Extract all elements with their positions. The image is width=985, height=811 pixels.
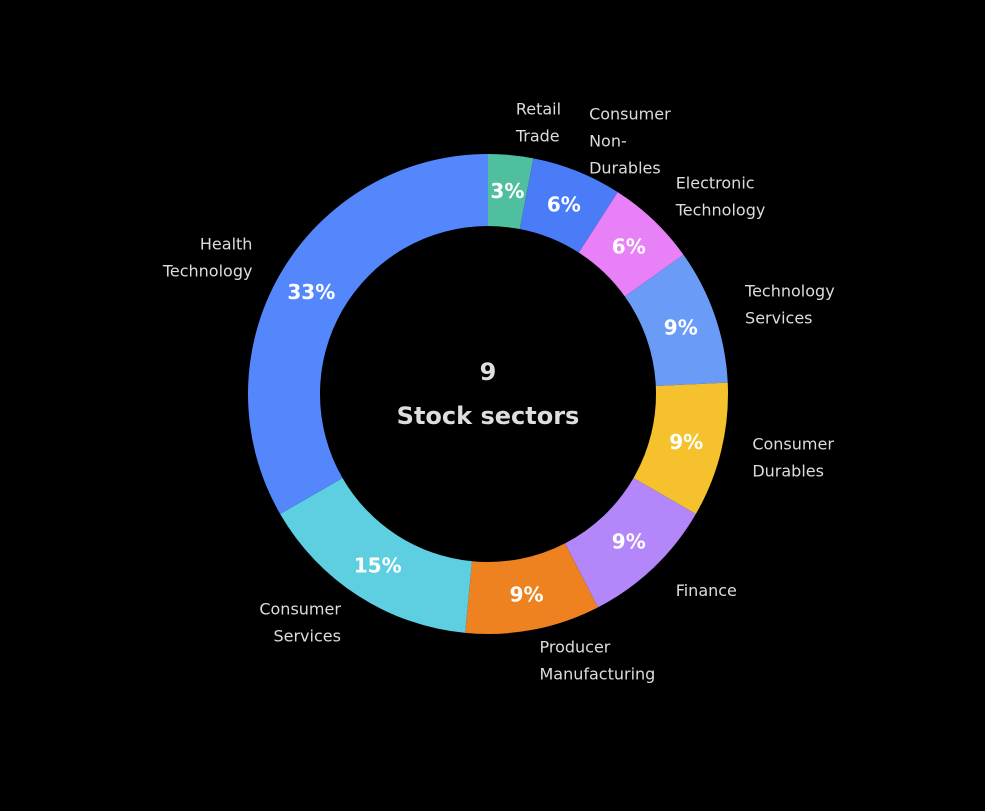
slice-producer-manufacturing[interactable] bbox=[465, 543, 598, 634]
category-label-line: Technology bbox=[162, 262, 253, 281]
slice-technology-services[interactable] bbox=[624, 254, 728, 387]
slices-group bbox=[247, 154, 728, 634]
percent-labels-group: 3% 6% 6% 9% 9% 9% 9% 15% 33% bbox=[287, 179, 703, 606]
category-label-line: Producer bbox=[539, 638, 610, 657]
category-label-line: Non- bbox=[589, 131, 627, 150]
category-label-line: Trade bbox=[515, 127, 560, 146]
slice-value-label-producer-manufacturing: 9% bbox=[510, 582, 544, 606]
slice-finance[interactable] bbox=[564, 478, 696, 608]
category-label-line: Finance bbox=[676, 581, 737, 600]
slice-value-label-consumer-durables: 9% bbox=[669, 430, 703, 454]
category-label-line: Technology bbox=[744, 282, 835, 301]
slice-consumer-durables[interactable] bbox=[633, 382, 728, 514]
slice-retail-trade[interactable] bbox=[488, 154, 534, 230]
slice-value-label-health-technology: 33% bbox=[287, 280, 335, 304]
center-caption: Stock sectors bbox=[397, 402, 580, 430]
category-label-line: Consumer bbox=[589, 104, 671, 123]
slice-value-label-electronic-technology: 6% bbox=[612, 234, 646, 258]
slice-value-label-finance: 9% bbox=[612, 530, 646, 554]
category-label-line: Electronic bbox=[676, 174, 755, 193]
slice-value-label-consumer-services: 15% bbox=[354, 554, 402, 578]
slice-health-technology[interactable] bbox=[247, 154, 488, 514]
category-label-line: Retail bbox=[516, 100, 561, 119]
category-label-line: Technology bbox=[675, 201, 766, 220]
slice-category-label-finance: Finance bbox=[676, 581, 737, 600]
category-label-line: Services bbox=[273, 626, 340, 645]
category-label-line: Manufacturing bbox=[539, 665, 655, 684]
category-label-line: Services bbox=[745, 309, 812, 328]
slice-consumer-non-durables[interactable] bbox=[519, 158, 618, 253]
category-label-line: Health bbox=[200, 235, 253, 254]
slice-electronic-technology[interactable] bbox=[578, 192, 684, 297]
slice-value-label-technology-services: 9% bbox=[664, 315, 698, 339]
center-count: 9 bbox=[480, 358, 497, 386]
category-label-line: Consumer bbox=[752, 435, 834, 454]
category-label-line: Consumer bbox=[259, 599, 341, 618]
slice-value-label-retail-trade: 3% bbox=[490, 179, 524, 203]
slice-value-label-consumer-non-durables: 6% bbox=[547, 193, 581, 217]
category-label-line: Durables bbox=[752, 462, 824, 481]
category-label-line: Durables bbox=[589, 158, 661, 177]
slice-consumer-services[interactable] bbox=[280, 478, 473, 633]
